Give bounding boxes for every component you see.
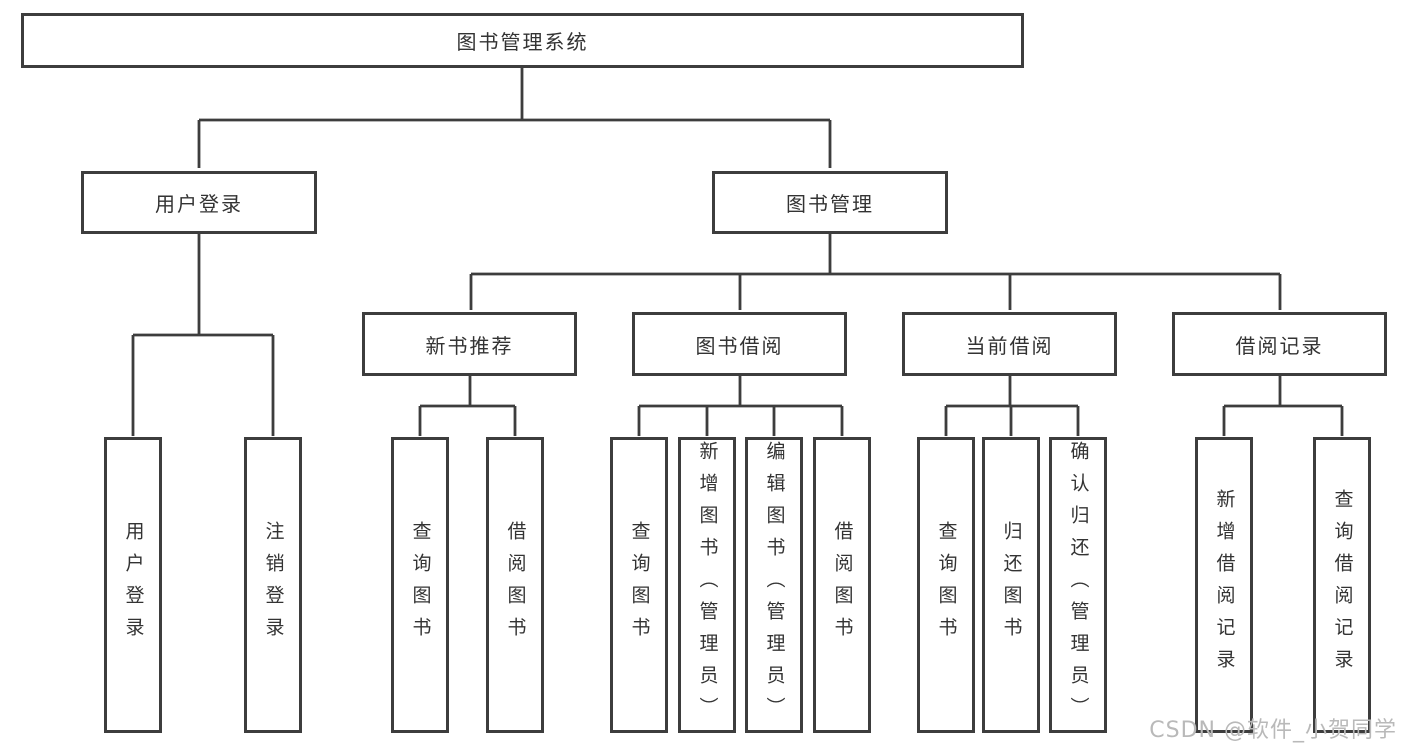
node-borrow-records: 借阅记录 xyxy=(1172,312,1387,376)
leaf-return-books: 归还图书 xyxy=(982,437,1040,733)
connector-borrow-records xyxy=(1222,376,1344,436)
leaf-logout-login: 注销登录 xyxy=(244,437,302,733)
leaf-query-books-current: 查询图书 xyxy=(917,437,975,733)
node-library-system: 图书管理系统 xyxy=(21,13,1024,68)
leaf-add-borrow-record: 新增借阅记录 xyxy=(1195,437,1253,733)
connector-new-book-recommend xyxy=(418,376,517,436)
node-library-system-label: 图书管理系统 xyxy=(456,30,589,54)
connector-user-login xyxy=(131,234,275,436)
connector-current-borrow xyxy=(944,376,1080,436)
leaf-query-books-recommend: 查询图书 xyxy=(391,437,449,733)
node-current-borrow: 当前借阅 xyxy=(902,312,1117,376)
node-new-book-recommend: 新书推荐 xyxy=(362,312,577,376)
node-book-borrow-label: 图书借阅 xyxy=(695,333,784,358)
node-new-book-recommend-label: 新书推荐 xyxy=(425,333,514,358)
connector-book-management xyxy=(469,234,1282,310)
node-book-management-label: 图书管理 xyxy=(786,192,874,216)
node-current-borrow-label: 当前借阅 xyxy=(965,333,1054,358)
leaf-borrow-books-borrow: 借阅图书 xyxy=(813,437,871,733)
leaf-borrow-books-recommend: 借阅图书 xyxy=(486,437,544,733)
leaf-add-books-admin: 新增图书（管理员） xyxy=(678,437,736,733)
csdn-watermark: CSDN @软件_小贺同学 xyxy=(1149,718,1397,743)
node-user-login: 用户登录 xyxy=(81,171,317,234)
leaf-user-login: 用户登录 xyxy=(104,437,162,733)
node-book-management: 图书管理 xyxy=(712,171,948,234)
leaf-query-borrow-record: 查询借阅记录 xyxy=(1313,437,1371,733)
node-user-login-label: 用户登录 xyxy=(155,192,243,216)
node-book-borrow: 图书借阅 xyxy=(632,312,847,376)
node-borrow-records-label: 借阅记录 xyxy=(1235,333,1324,358)
connector-book-borrow xyxy=(637,376,844,436)
connector-root-to-level2 xyxy=(197,68,832,168)
leaf-query-books-borrow: 查询图书 xyxy=(610,437,668,733)
leaf-edit-books-admin: 编辑图书（管理员） xyxy=(745,437,803,733)
leaf-confirm-return-admin: 确认归还（管理员） xyxy=(1049,437,1107,733)
